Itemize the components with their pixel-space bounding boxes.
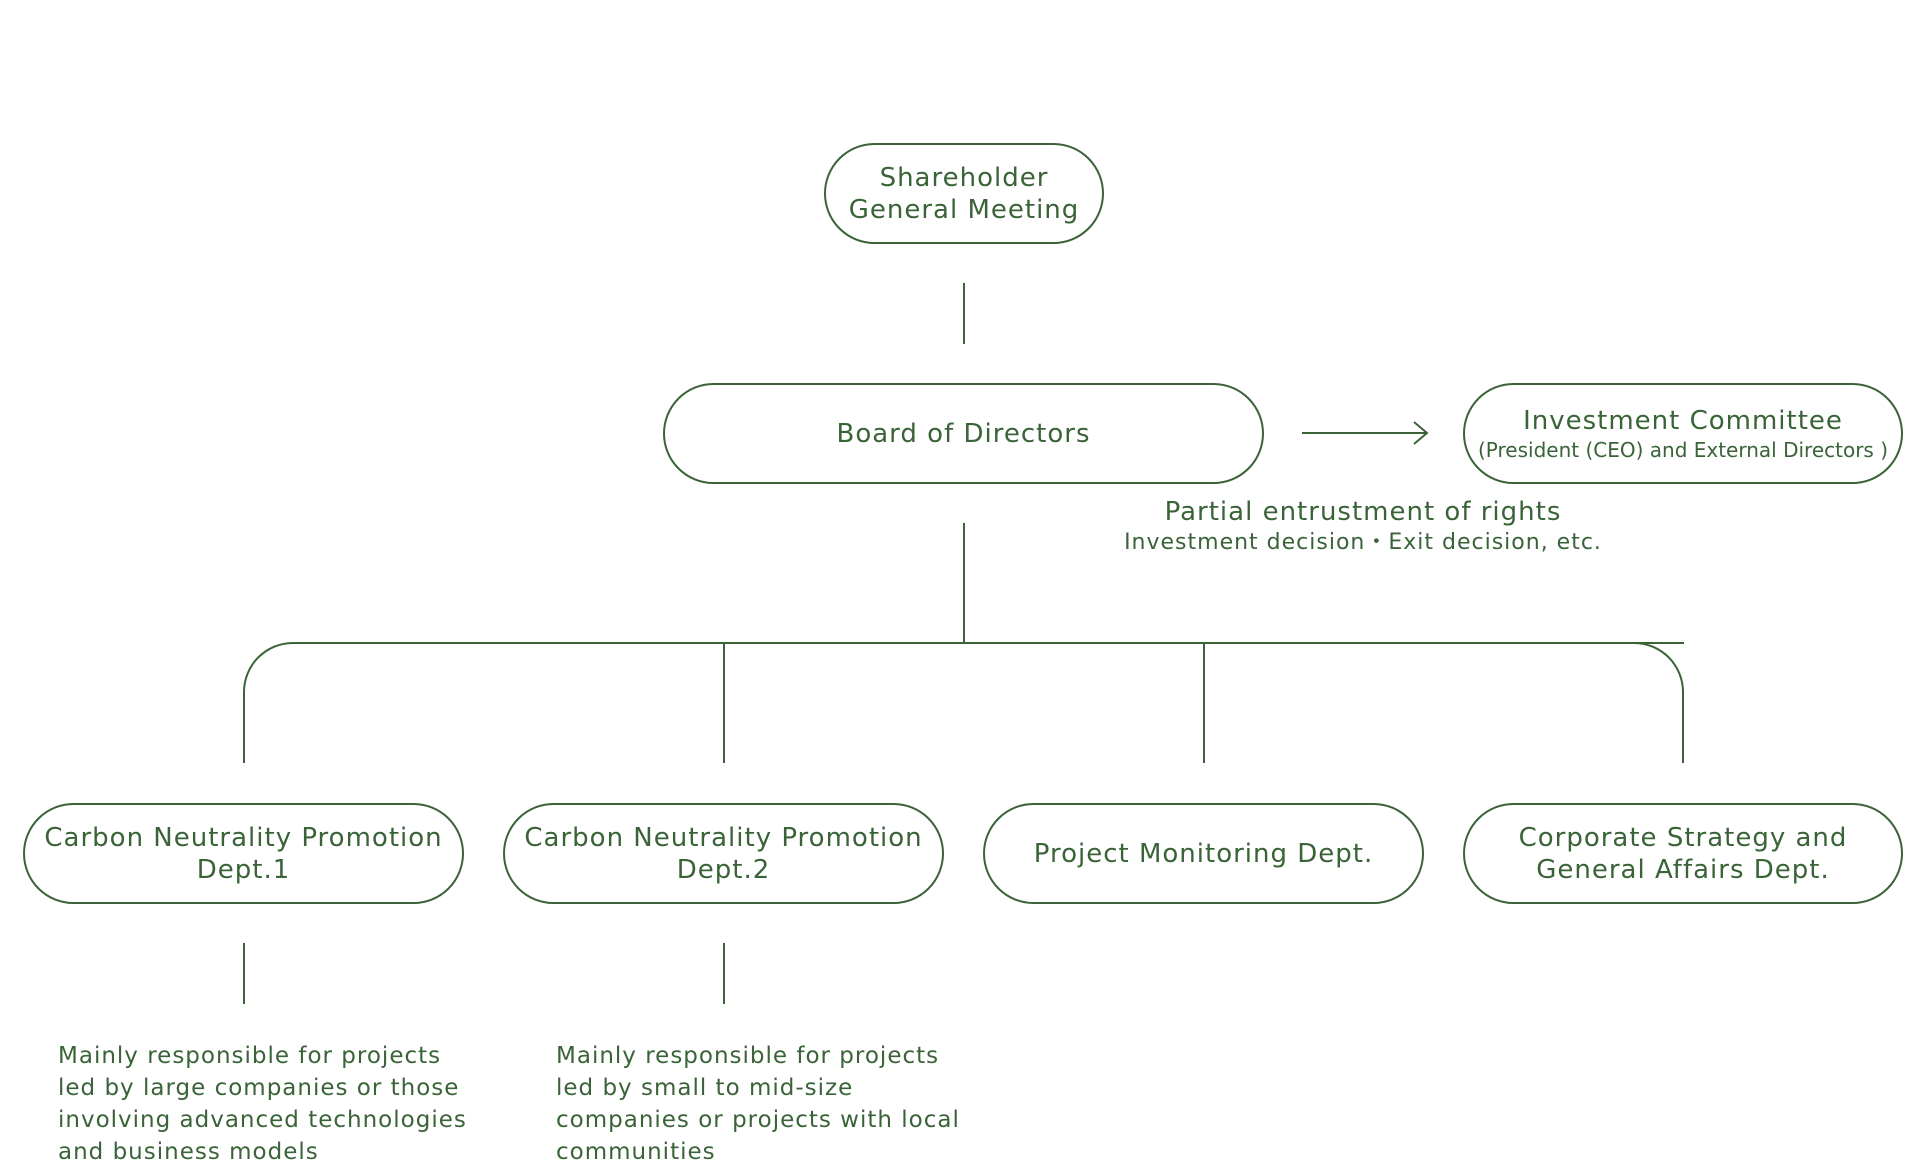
node-label: Investment Committee (1523, 405, 1843, 436)
node-label: Corporate Strategy and General Affairs D… (1518, 822, 1848, 885)
note-dept1: Mainly responsible for projects led by l… (58, 1043, 467, 1165)
node-board-of-directors: Board of Directors (663, 383, 1264, 484)
node-label: Shareholder General Meeting (848, 162, 1080, 225)
connector-bus-left-corner (243, 642, 295, 694)
node-label: Carbon Neutrality Promotion Dept.1 (44, 822, 443, 885)
connector-bus (293, 642, 1684, 644)
node-label: Project Monitoring Dept. (1033, 838, 1374, 869)
node-carbon-neutrality-dept1: Carbon Neutrality Promotion Dept.1 (23, 803, 464, 904)
connector-dept2-note (723, 943, 725, 1004)
connector-bus-dept1 (243, 692, 245, 763)
edge-label-main: Partial entrustment of rights (1164, 497, 1562, 527)
node-label: Board of Directors (836, 418, 1091, 449)
connector-bus-right-corner (1632, 642, 1684, 694)
note-dept2: Mainly responsible for projects led by s… (556, 1043, 960, 1165)
connector-bus-monitoring (1203, 642, 1205, 763)
node-project-monitoring-dept: Project Monitoring Dept. (983, 803, 1424, 904)
edge-label-sub: Investment decision・Exit decision, etc. (1124, 530, 1602, 555)
node-sublabel: (President (CEO) and External Directors … (1478, 437, 1888, 462)
node-corporate-strategy-dept: Corporate Strategy and General Affairs D… (1463, 803, 1903, 904)
node-shareholder-general-meeting: Shareholder General Meeting (824, 143, 1104, 244)
connector-board-bus (963, 523, 965, 644)
connector-shareholder-board (963, 283, 965, 344)
connector-dept1-note (243, 943, 245, 1004)
node-carbon-neutrality-dept2: Carbon Neutrality Promotion Dept.2 (503, 803, 944, 904)
connector-bus-dept2 (723, 642, 725, 763)
arrow-right-icon (1302, 421, 1429, 445)
node-investment-committee: Investment Committee (President (CEO) an… (1463, 383, 1903, 484)
connector-bus-corporate (1682, 692, 1684, 763)
node-label: Carbon Neutrality Promotion Dept.2 (524, 822, 923, 885)
